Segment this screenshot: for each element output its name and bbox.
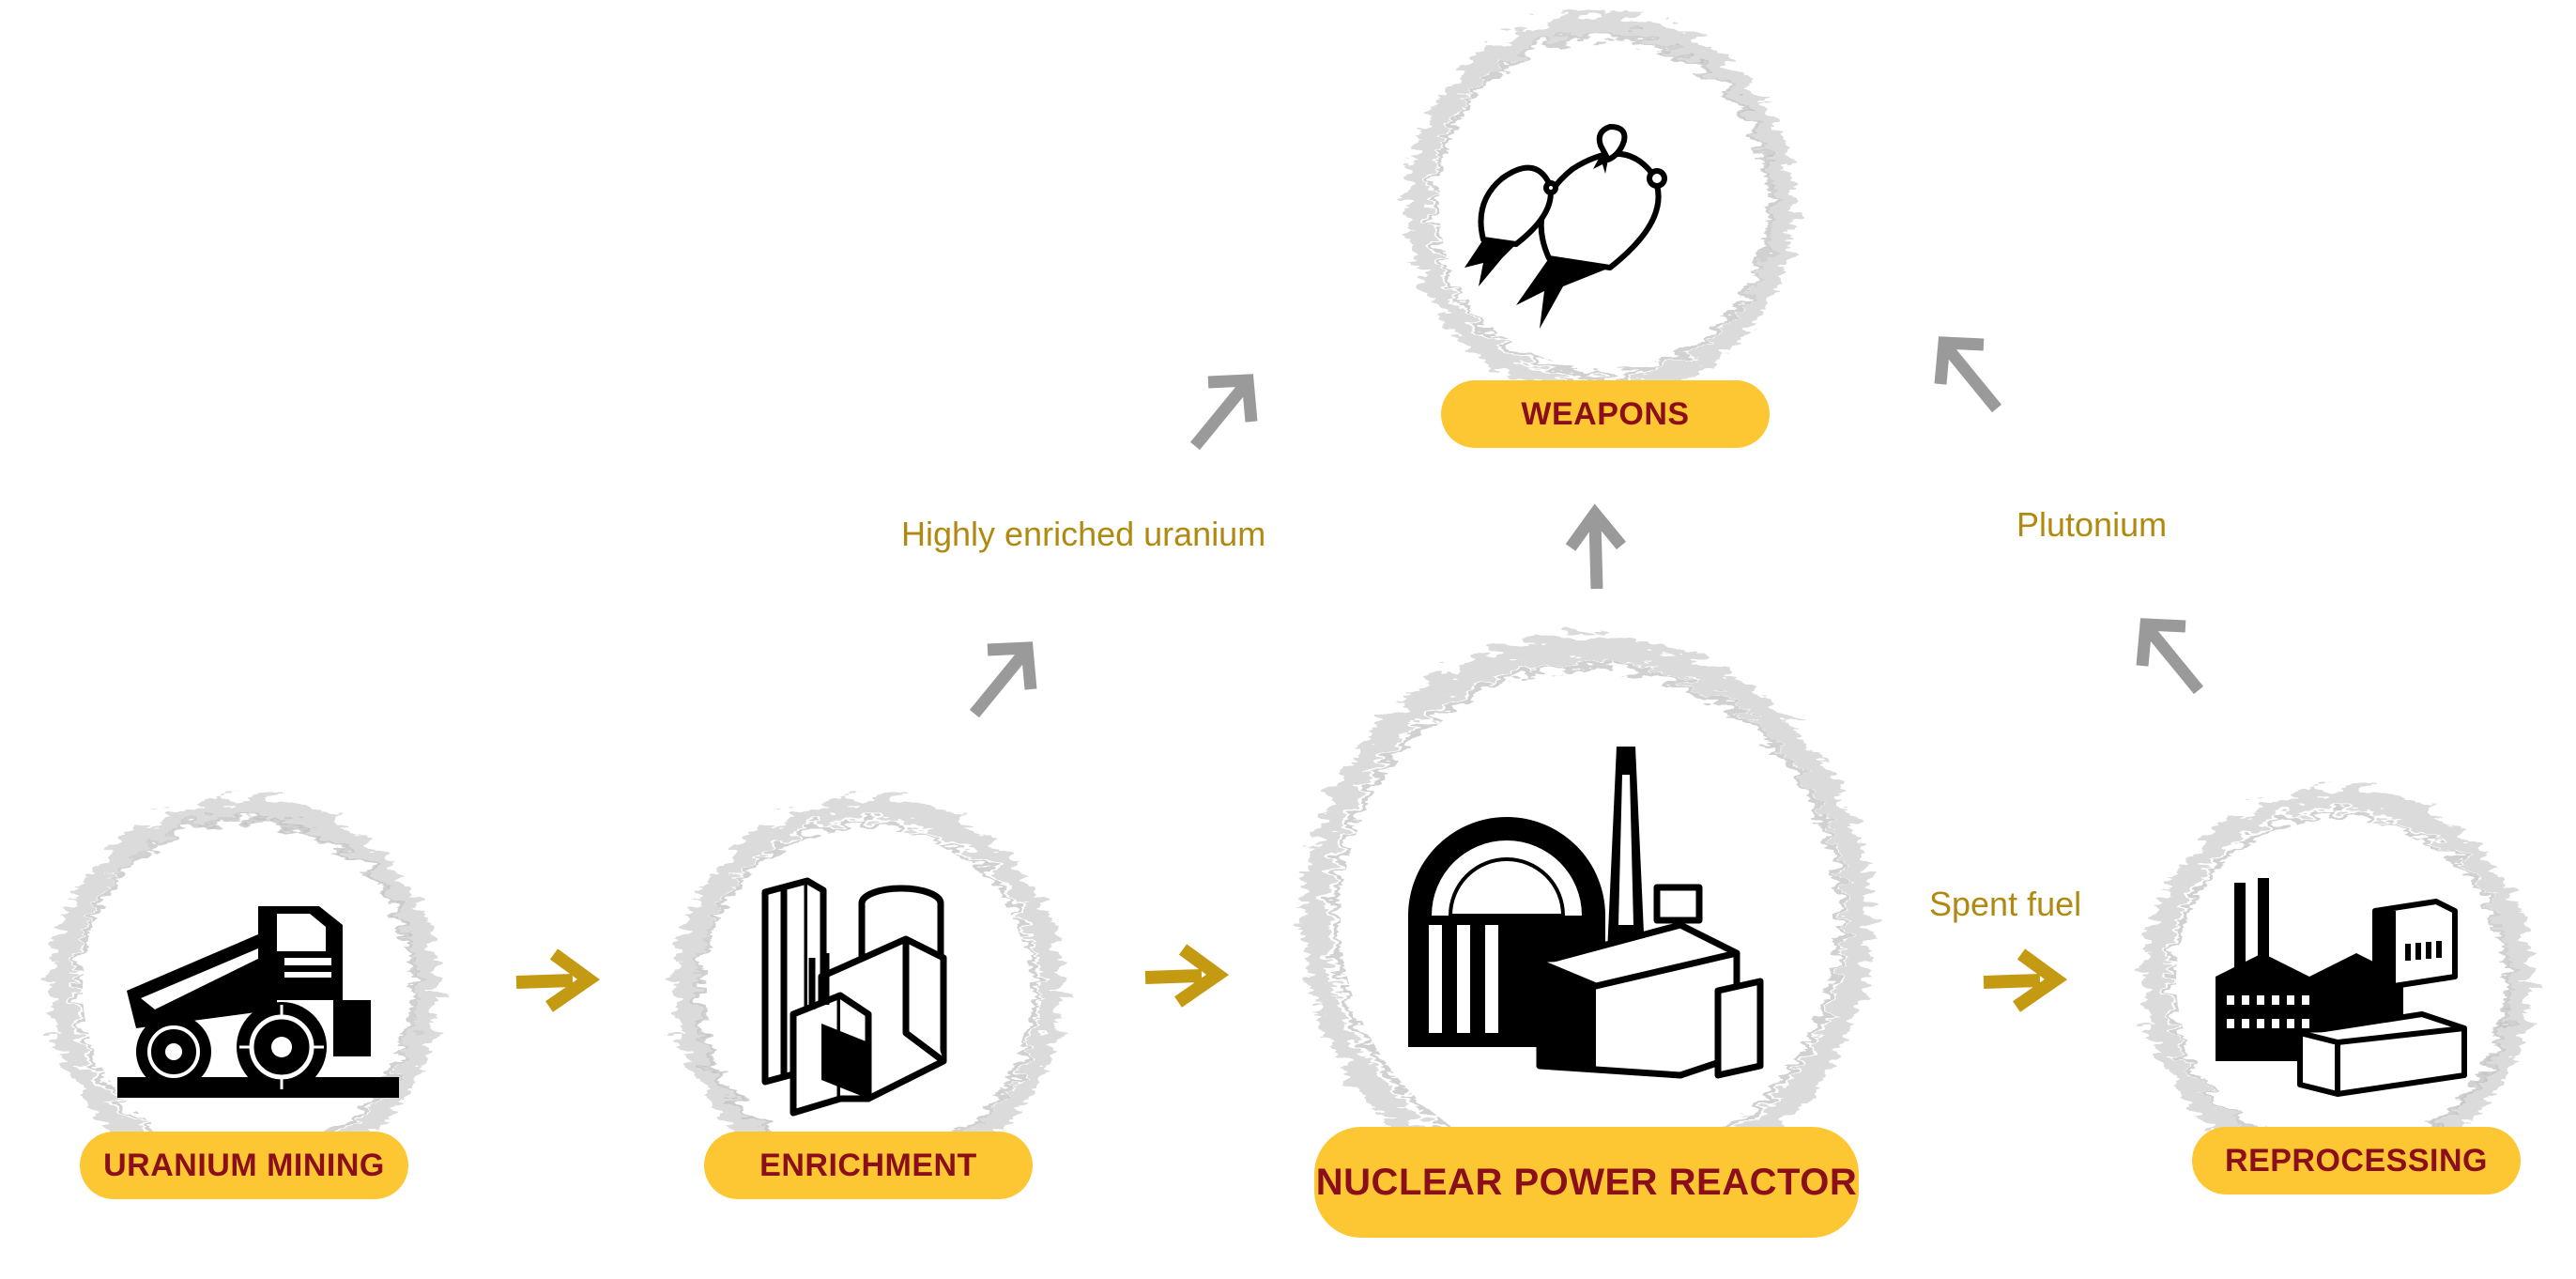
gold-arrow-right: [515, 948, 601, 1012]
enrichment-plant-icon: [761, 877, 947, 1117]
gray-arrow-up-right: [969, 641, 1037, 718]
gray-arrow-up-left: [1934, 336, 2002, 413]
node-label: WEAPONS: [1441, 380, 1770, 448]
reprocessing-factory-icon: [2216, 878, 2467, 1097]
node-enrichment: ENRICHMENT: [662, 789, 1075, 1202]
mining-truck-icon: [117, 906, 399, 1098]
bombs-icon: [1464, 124, 1667, 329]
node-label: REPROCESSING: [2192, 1127, 2521, 1194]
gold-arrow-right: [1983, 948, 2068, 1012]
node-label: URANIUM MINING: [80, 1132, 408, 1199]
node-weapons: WEAPONS: [1389, 9, 1812, 460]
node-uranium-mining: URANIUM MINING: [38, 789, 451, 1202]
node-reprocessing: REPROCESSING: [2131, 779, 2544, 1202]
flow-label-highly-enriched-uranium: Highly enriched uranium: [901, 515, 1266, 553]
flow-label-plutonium: Plutonium: [2016, 505, 2168, 544]
gray-arrow-up: [1565, 503, 1627, 590]
nuclear-reactor-icon: [1408, 747, 1764, 1079]
flow-label-spent-fuel: Spent fuel: [1929, 885, 2082, 923]
gray-arrow-up-right: [1189, 374, 1258, 451]
node-label: ENRICHMENT: [704, 1132, 1033, 1199]
node-label: NUCLEAR POWER REACTOR: [1314, 1127, 1859, 1238]
node-nuclear-power-reactor: NUCLEAR POWER REACTOR: [1286, 620, 1887, 1268]
gold-arrow-right: [1144, 944, 1230, 1008]
gray-arrow-up-left: [2136, 618, 2204, 695]
